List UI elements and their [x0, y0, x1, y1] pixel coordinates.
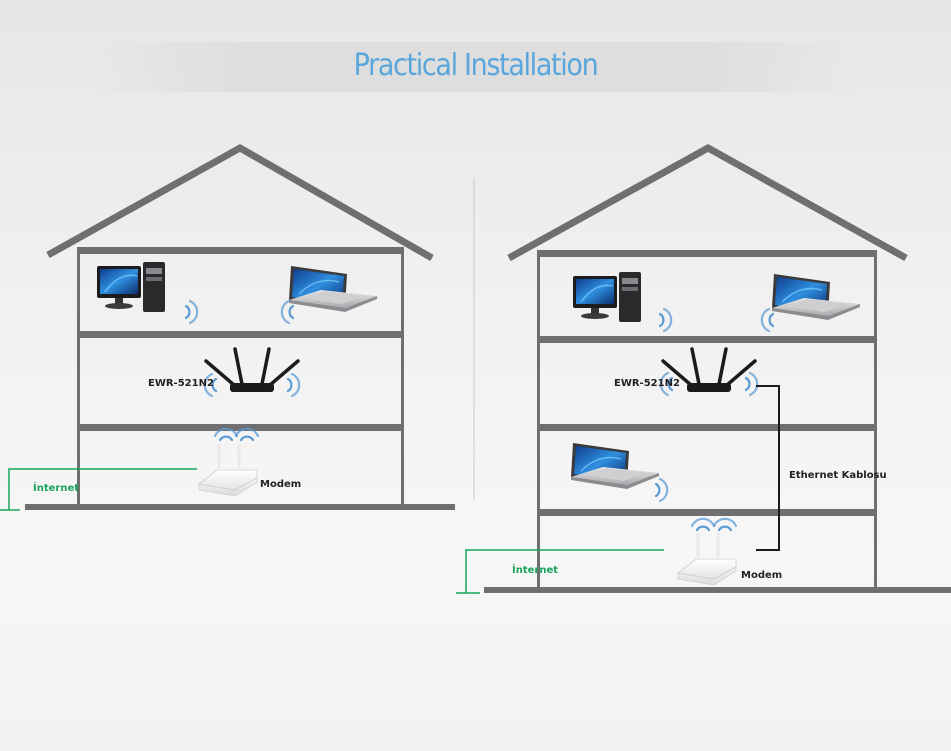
ethernet-cable-line — [756, 385, 780, 551]
left-internet-label: İnternet — [33, 480, 79, 494]
right-router-label: EWR-521N2 — [614, 378, 680, 389]
left-house — [25, 143, 455, 510]
modem-icon — [197, 442, 259, 498]
ethernet-cable-label: Ethernet Kablosu — [789, 470, 887, 481]
wifi-signal-icon — [658, 307, 673, 333]
right-modem-label: Modem — [741, 570, 782, 581]
wifi-signal-icon — [280, 299, 295, 325]
right-house — [484, 143, 951, 593]
wifi-signal-icon — [184, 299, 199, 325]
left-internet-line — [8, 468, 197, 510]
wifi-signal-icon — [744, 371, 759, 397]
desktop-computer-icon — [96, 261, 166, 313]
wifi-signal-icon — [654, 477, 669, 503]
laptop-icon — [570, 442, 660, 490]
right-internet-line — [465, 549, 664, 593]
wifi-signal-icon — [760, 307, 775, 333]
right-internet-label: İnternet — [512, 562, 558, 576]
laptop-icon — [771, 273, 861, 321]
wifi-signal-icon — [286, 372, 301, 398]
router-icon — [204, 347, 300, 394]
desktop-computer-icon — [572, 271, 642, 323]
page-title: Practical Installation — [353, 48, 599, 83]
wifi-signal-icon — [712, 517, 738, 532]
modem-icon — [676, 531, 738, 587]
left-modem-label: Modem — [260, 479, 301, 490]
laptop-icon — [288, 265, 378, 313]
title-band — [95, 42, 855, 92]
wifi-signal-icon — [690, 517, 716, 532]
left-router-label: EWR-521N2 — [148, 378, 214, 389]
